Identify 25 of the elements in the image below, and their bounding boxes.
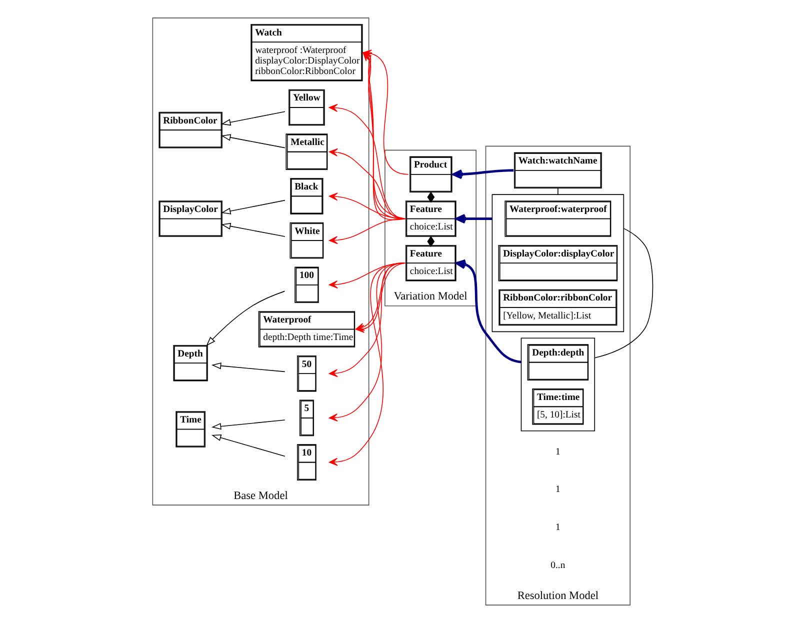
arrow <box>220 111 285 126</box>
label: 1 <box>555 446 560 458</box>
arrow <box>328 218 405 244</box>
arrow <box>328 104 405 220</box>
label: 0..n <box>550 560 565 572</box>
connector <box>557 188 558 195</box>
label: 1 <box>555 522 560 534</box>
label: 1 <box>555 484 560 496</box>
cluster <box>520 338 595 432</box>
arrow <box>452 169 514 180</box>
arrow <box>328 148 405 220</box>
arrow <box>328 262 405 466</box>
arrow <box>328 262 405 422</box>
arrow <box>206 290 285 346</box>
arrow <box>220 222 285 237</box>
arrow <box>455 259 521 364</box>
cluster <box>491 194 624 332</box>
arrow <box>220 134 285 148</box>
arrow <box>455 214 492 224</box>
arrow <box>328 262 405 378</box>
connector <box>594 228 653 358</box>
arrow <box>220 200 285 214</box>
arrow <box>210 434 285 457</box>
arrow <box>210 420 285 430</box>
arrow <box>210 362 285 372</box>
